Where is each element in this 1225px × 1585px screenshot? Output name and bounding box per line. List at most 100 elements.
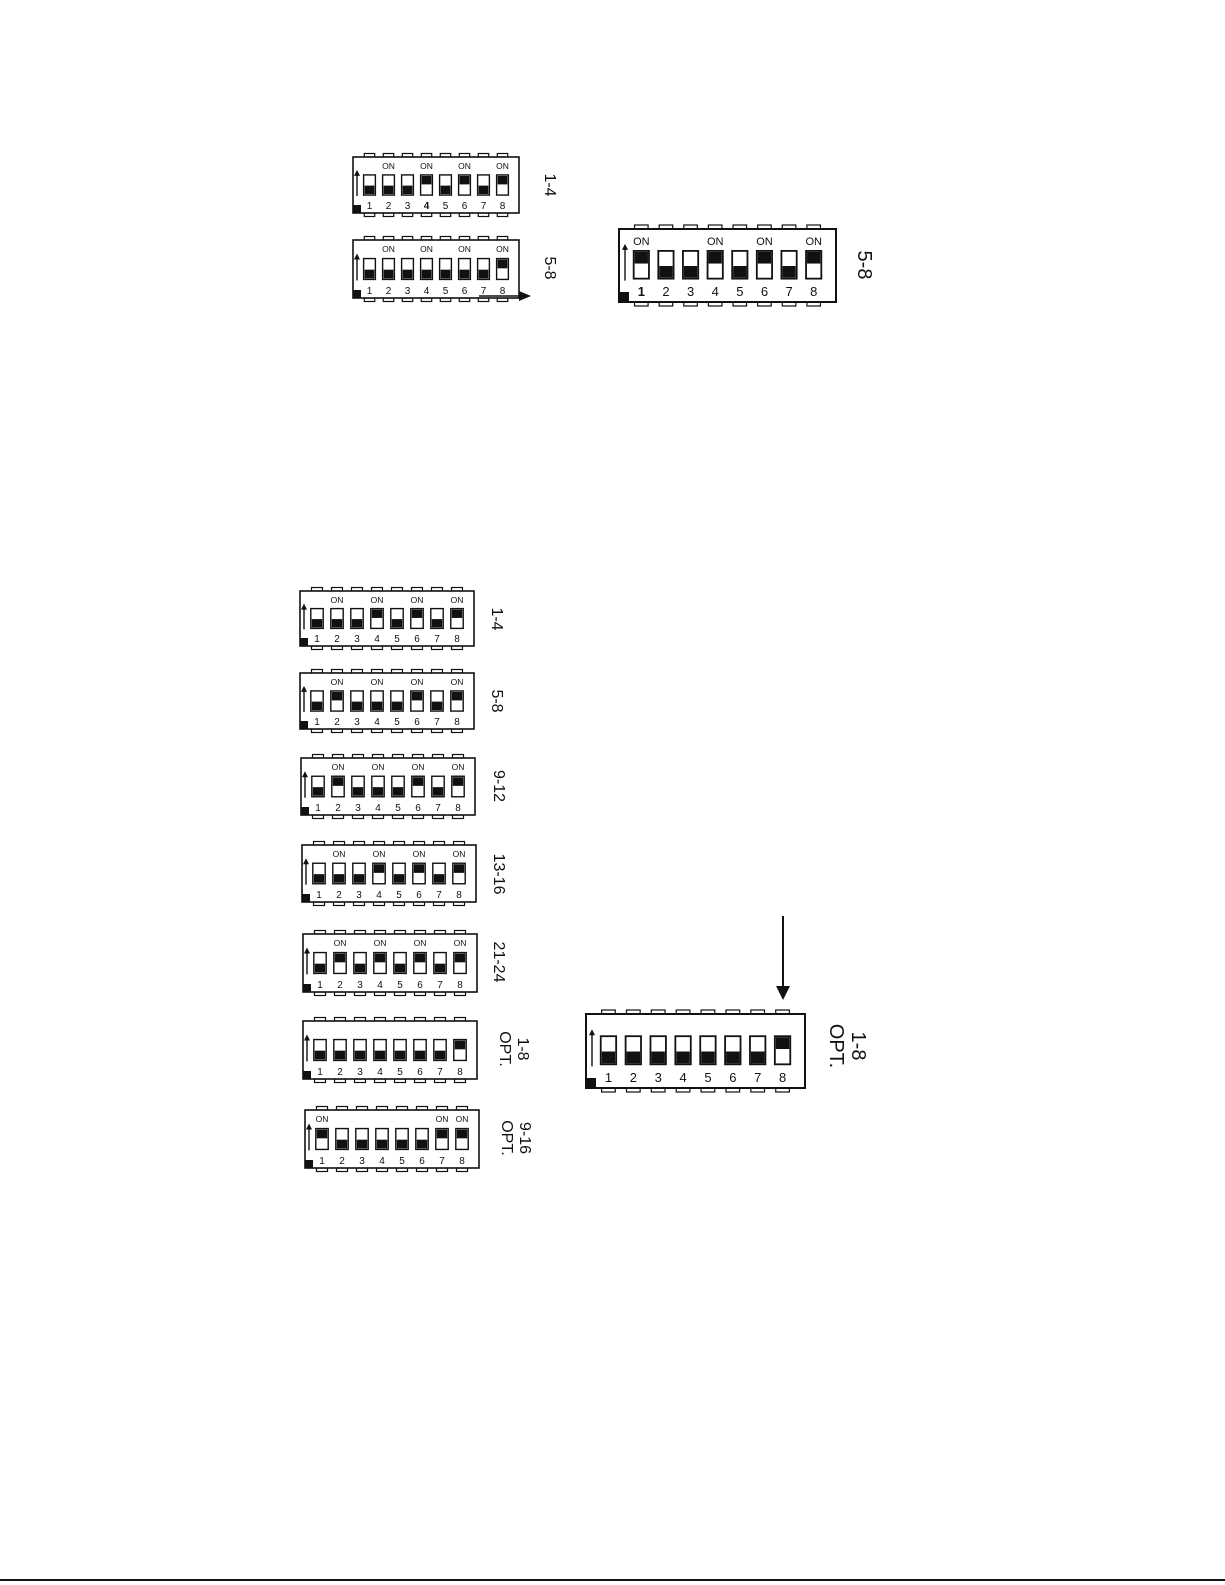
side-label-line: 1-8 [514, 1037, 531, 1060]
switch-lever-off [391, 701, 403, 711]
switch-lever-off [683, 265, 698, 278]
switch-number: 3 [357, 980, 363, 991]
switch-body [301, 844, 477, 903]
switch-lever-on [411, 691, 423, 701]
switch-number: 5 [397, 1067, 403, 1078]
switch-lever-on [371, 609, 383, 618]
switch-slot [400, 257, 415, 281]
on-marker: ON [371, 595, 384, 605]
switch-lever-off [334, 1050, 346, 1060]
switch-lever-on [634, 251, 648, 264]
switch-number: 6 [417, 1067, 423, 1078]
switch-slot [419, 174, 434, 196]
block-side-label: 5-8 [853, 251, 875, 280]
on-marker: ON [374, 938, 387, 948]
switch-slot [495, 257, 510, 281]
on-marker: ON [756, 236, 773, 248]
orientation-arrow-head [354, 169, 360, 176]
switch-number: 6 [729, 1070, 736, 1085]
switch-lever-off [478, 185, 489, 195]
switch-lever-off [312, 787, 324, 796]
switch-number: 3 [354, 717, 360, 728]
switch-lever-on [775, 1037, 790, 1050]
pin-one-marker [300, 638, 308, 646]
switch-number: 5 [443, 286, 449, 297]
switch-number: 8 [455, 803, 461, 814]
on-marker: ON [458, 161, 471, 171]
on-marker: ON [420, 161, 433, 171]
switch-number: 6 [416, 890, 422, 901]
switch-number: 7 [435, 803, 441, 814]
switch-lever-on [497, 259, 508, 269]
switch-lever-on [334, 953, 346, 963]
switch-number: 3 [655, 1070, 662, 1085]
switch-number: 4 [374, 634, 380, 645]
block-side-label: 1-4 [488, 607, 505, 630]
on-marker: ON [334, 938, 347, 948]
on-marker: ON [373, 849, 386, 859]
switch-number: 1 [317, 1067, 323, 1078]
switch-lever-off [431, 701, 443, 711]
side-label-line: OPT. [498, 1120, 515, 1156]
orientation-arrow-head [301, 685, 307, 692]
switch-number: 5 [736, 284, 743, 299]
switch-number: 7 [436, 890, 442, 901]
switch-number: 5 [397, 980, 403, 991]
switch-number: 7 [481, 201, 487, 212]
switch-lever-off [314, 963, 326, 973]
switch-slot [495, 174, 510, 196]
on-marker: ON [333, 849, 346, 859]
on-marker: ON [496, 161, 509, 171]
switch-number: 2 [630, 1070, 637, 1085]
orientation-arrow-head [303, 858, 309, 865]
block-side-label: 9-12 [490, 770, 507, 802]
switch-number: 2 [386, 286, 392, 297]
switch-number: 8 [459, 1156, 465, 1167]
switch-number: 6 [462, 201, 468, 212]
switch-lever-off [354, 1050, 366, 1060]
switch-lever-on [412, 777, 424, 786]
switch-number: 8 [810, 284, 817, 299]
switch-number: 1 [605, 1070, 612, 1085]
side-label-line: 9-16 [516, 1122, 533, 1154]
switch-number: 4 [374, 717, 380, 728]
switch-number: 2 [662, 284, 669, 299]
switch-lever-off [626, 1051, 641, 1064]
switch-number: 2 [334, 634, 340, 645]
switch-lever-off [726, 1051, 740, 1064]
switch-number: 1 [367, 286, 373, 297]
switch-lever-off [353, 874, 365, 883]
switch-lever-on [757, 251, 772, 264]
switch-lever-on [373, 864, 385, 873]
switch-number: 6 [417, 980, 423, 991]
orientation-arrow-head [304, 947, 310, 954]
switch-lever-off [478, 269, 489, 279]
switch-number: 8 [500, 286, 506, 297]
switch-number: 8 [500, 201, 506, 212]
switch-lever-off [402, 269, 413, 279]
pin-one-marker [586, 1078, 596, 1088]
orientation-arrow-head [622, 243, 628, 250]
switch-number: 7 [437, 980, 443, 991]
switch-number: 4 [375, 803, 381, 814]
switch-slot [476, 174, 491, 196]
switch-number: 1 [638, 284, 645, 299]
switch-number: 2 [337, 980, 343, 991]
switch-number: 8 [457, 980, 463, 991]
switch-number: 8 [779, 1070, 786, 1085]
switch-body [352, 156, 520, 214]
switch-number: 3 [357, 1067, 363, 1078]
switch-lever-off [364, 185, 375, 195]
switch-lever-on [807, 251, 821, 264]
switch-number: 7 [754, 1070, 761, 1085]
on-marker: ON [633, 236, 650, 248]
switch-number: 5 [394, 634, 400, 645]
switch-number: 5 [396, 890, 402, 901]
switch-lever-on [497, 175, 508, 185]
switch-number: 1 [317, 980, 323, 991]
